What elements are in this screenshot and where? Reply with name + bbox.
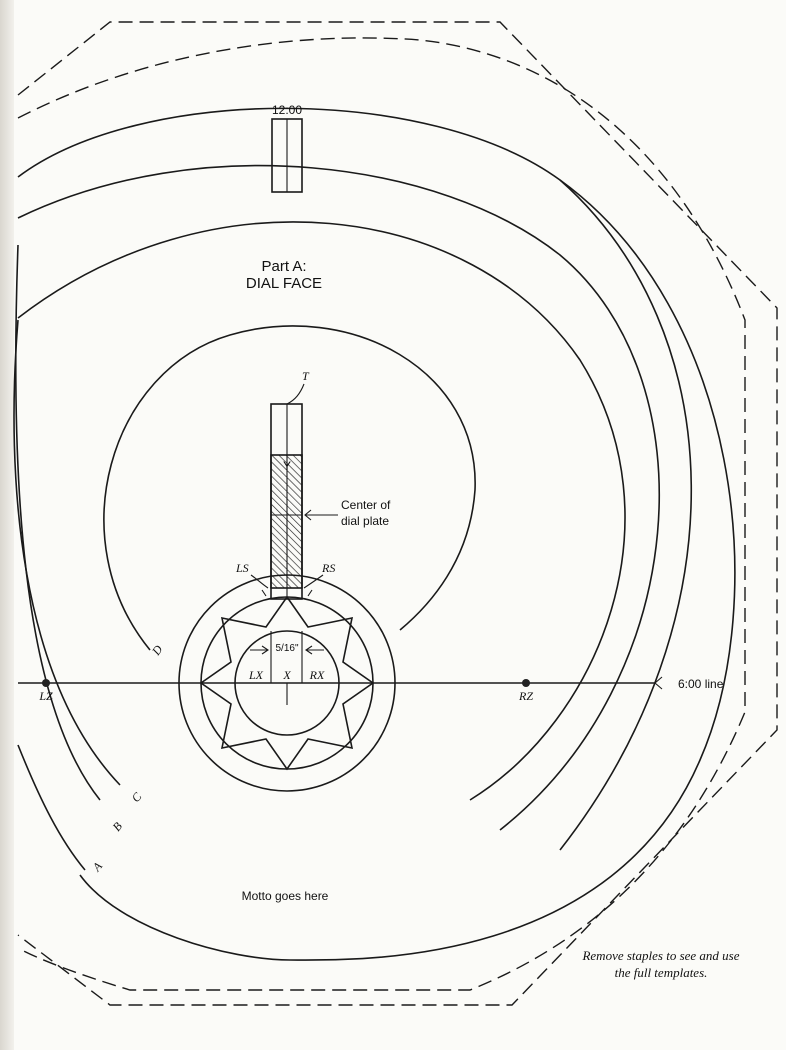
center-of-dial-label-2: dial plate — [341, 514, 389, 528]
label-t: T — [302, 369, 310, 383]
label-a: A — [89, 859, 106, 875]
inner-dashed-outline — [17, 37, 746, 991]
arc-b-left — [14, 244, 101, 801]
t-leader — [286, 383, 305, 405]
center-arrow — [304, 509, 338, 521]
six-line-arrow — [654, 676, 663, 690]
fraction-label: 5/16" — [275, 643, 298, 654]
label-c: C — [129, 789, 146, 805]
label-rz: RZ — [518, 689, 533, 703]
arc-c — [17, 221, 626, 801]
label-b: B — [110, 819, 126, 834]
ls-leader — [250, 574, 269, 589]
label-d: D — [148, 642, 165, 658]
label-lx: LX — [248, 668, 264, 682]
lz-point — [42, 679, 50, 687]
label-rx: RX — [309, 668, 325, 682]
star-pattern — [199, 595, 375, 771]
rs-tick — [307, 589, 313, 597]
arc-d — [103, 325, 476, 651]
motto-label: Motto goes here — [242, 889, 329, 903]
label-rs: RS — [321, 561, 335, 575]
label-y: Y — [283, 459, 291, 473]
fraction-arrow-left — [250, 645, 269, 655]
rs-leader — [303, 574, 324, 589]
note-line1: Remove staples to see and use — [581, 948, 739, 963]
arc-b — [17, 164, 660, 831]
arc-a-left — [17, 744, 86, 871]
center-of-dial-label-1: Center of — [341, 498, 391, 512]
title-line2: DIAL FACE — [246, 275, 322, 292]
title-line1: Part A: — [261, 258, 306, 275]
arc-a-right-outer — [559, 179, 693, 851]
arc-c-left — [13, 319, 121, 786]
ls-tick — [261, 589, 267, 597]
label-x: X — [282, 668, 291, 682]
outer-dashed-outline — [17, 21, 778, 1006]
label-lz: LZ — [38, 689, 53, 703]
arc-a — [17, 107, 736, 961]
twelve-label: 12:00 — [272, 103, 302, 117]
label-ls: LS — [235, 561, 249, 575]
rz-point — [522, 679, 530, 687]
fraction-arrow-right — [305, 645, 324, 655]
note-line2: the full templates. — [615, 965, 708, 980]
six-line-label: 6:00 line — [678, 677, 724, 691]
